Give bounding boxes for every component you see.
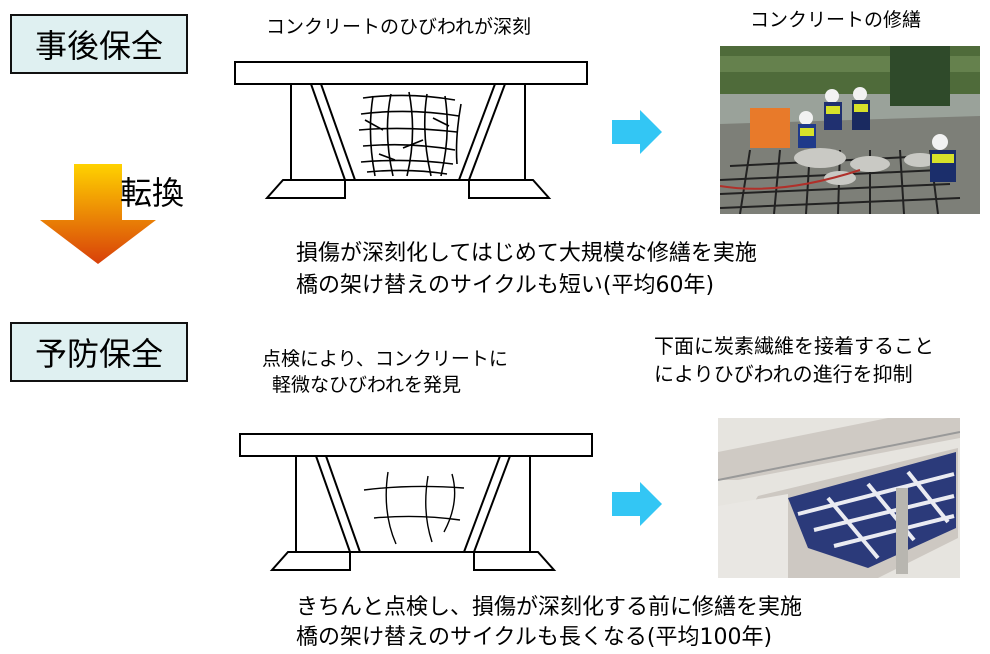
transition-label: 転換 — [120, 174, 185, 212]
minor-crack-caption-line-2: 軽微なひびわれを発見 — [272, 374, 462, 396]
carbon-fiber-caption-line-1: 下面に炭素繊維を接着すること — [654, 334, 934, 358]
bridge-diagram-severe-cracks — [234, 61, 588, 199]
minor-crack-pattern — [363, 471, 465, 545]
post-maintenance-note-line-2: 橋の架け替えのサイクルも短い(平均60年) — [296, 273, 715, 298]
post-maintenance-label: 事後保全 — [10, 14, 188, 74]
right-arrow-icon — [612, 482, 662, 526]
carbon-fiber-photo — [718, 418, 960, 578]
right-arrow-icon — [612, 110, 662, 154]
severe-crack-caption: コンクリートのひびわれが深刻 — [266, 16, 532, 38]
minor-crack-caption-line-1: 点検により、コンクリートに — [262, 348, 508, 370]
carbon-fiber-caption-line-2: によりひびわれの進行を抑制 — [654, 362, 913, 386]
down-arrow-icon — [40, 164, 156, 264]
concrete-repair-photo — [720, 46, 980, 214]
severe-crack-pattern — [358, 91, 462, 177]
preventive-maintenance-note-line-1: きちんと点検し、損傷が深刻化する前に修繕を実施 — [296, 595, 803, 620]
preventive-maintenance-note-line-2: 橋の架け替えのサイクルも長くなる(平均100年) — [296, 625, 773, 650]
bridge-diagram-minor-cracks — [239, 433, 593, 571]
preventive-maintenance-label: 予防保全 — [10, 322, 188, 382]
repair-photo-caption: コンクリートの修繕 — [750, 9, 922, 31]
post-maintenance-note-line-1: 損傷が深刻化してはじめて大規模な修繕を実施 — [296, 241, 757, 266]
